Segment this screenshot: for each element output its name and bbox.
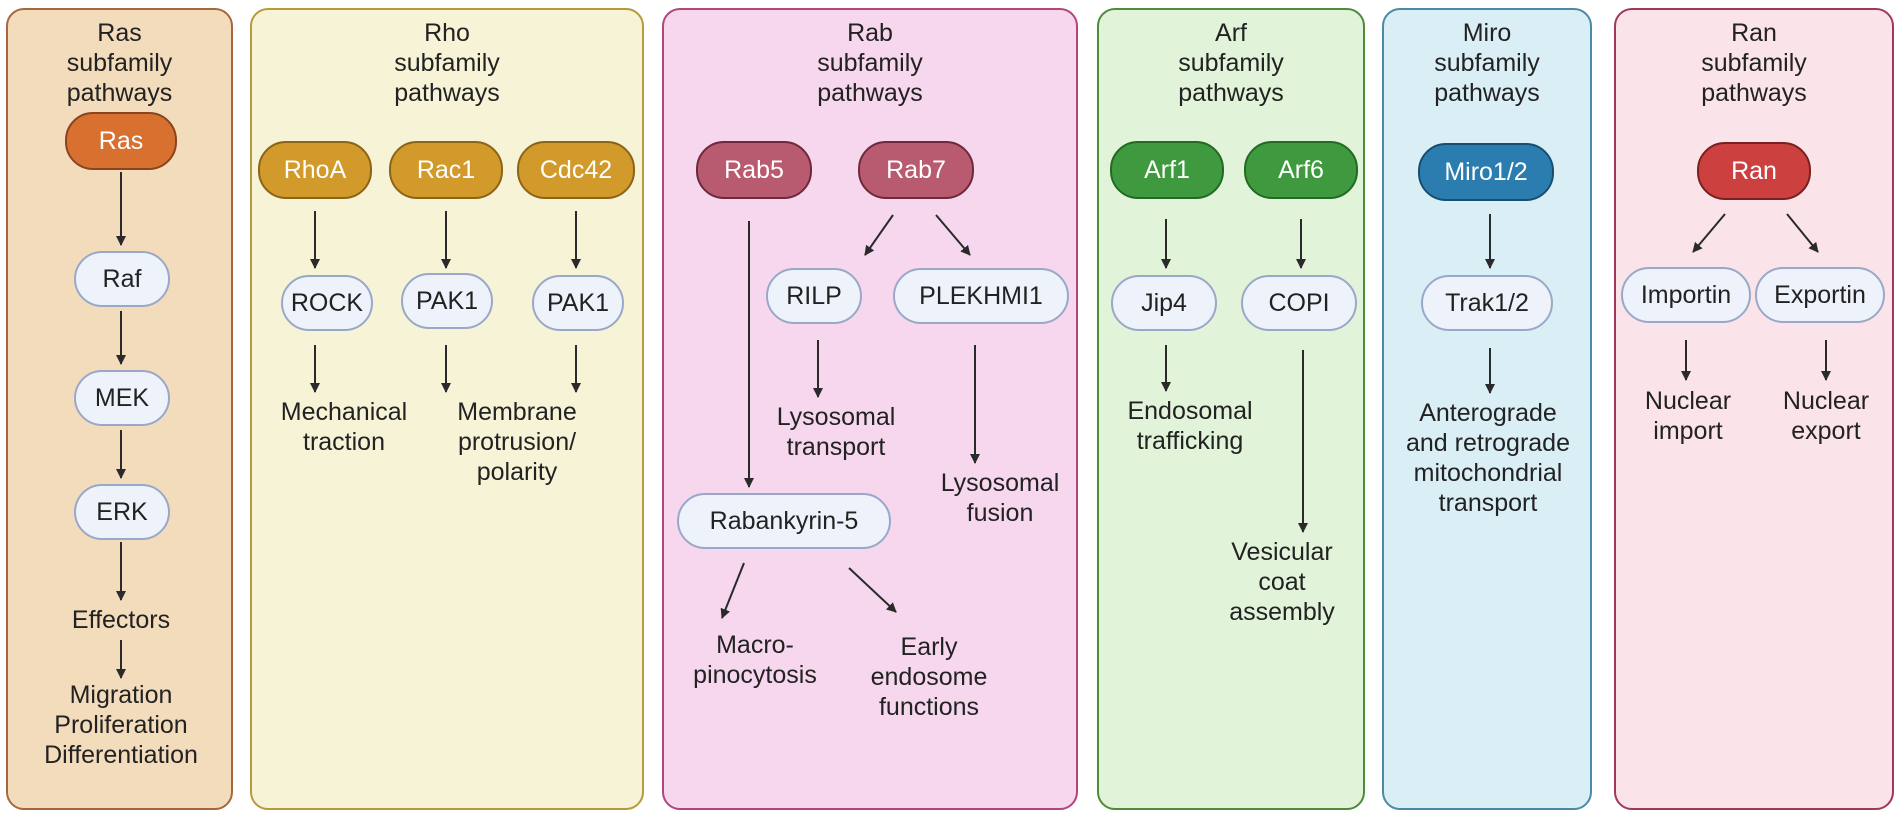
rilp-node[interactable]: RILP [766,268,862,324]
effectors-label: Effectors [71,606,171,634]
label-line: transport [1438,489,1538,517]
miro-panel: Miro subfamily pathways [1382,8,1592,810]
title-line: Ras [97,19,142,47]
mek-node[interactable]: MEK [74,370,170,426]
mechanical-traction-label: Mechanical traction [281,397,407,457]
arf6-node[interactable]: Arf6 [1244,141,1358,199]
label-line: mitochondrial [1413,459,1563,487]
pak1-node-cdc42[interactable]: PAK1 [532,275,624,331]
erk-node[interactable]: ERK [74,484,170,540]
label-line: and retrograde [1405,429,1571,457]
label-line: Vesicular [1231,538,1333,566]
title-line: pathways [1701,79,1807,107]
outcome-proliferation: Proliferation [54,711,188,739]
title-line: subfamily [1701,49,1807,77]
arf1-node[interactable]: Arf1 [1110,141,1224,199]
lysosomal-fusion-label: Lysosomal fusion [941,468,1060,528]
title-line: pathways [66,79,173,107]
copi-node[interactable]: COPI [1241,275,1357,331]
mitochondrial-transport-label: Anterograde and retrograde mitochondrial… [1406,398,1570,518]
early-endosome-label: Early endosome functions [871,632,988,722]
label-line: Endosomal [1127,397,1253,425]
nuclear-import-label: Nuclear import [1645,386,1731,446]
membrane-protrusion-label: Membrane protrusion/ polarity [457,397,577,487]
label-line: Macro- [716,631,794,659]
exportin-node[interactable]: Exportin [1755,267,1885,323]
outcome-migration: Migration [69,681,173,709]
miro-panel-title: Miro subfamily pathways [1384,18,1590,108]
title-line: pathways [1178,79,1284,107]
vesicular-coat-label: Vesicular coat assembly [1229,537,1335,627]
label-line: endosome [870,663,988,691]
macropinocytosis-label: Macro- pinocytosis [693,630,817,690]
outcome-differentiation: Differentiation [44,741,198,769]
rab7-node[interactable]: Rab7 [858,141,974,199]
label-line: assembly [1229,598,1335,626]
label-line: Anterograde [1419,399,1557,427]
ran-node[interactable]: Ran [1697,142,1811,200]
title-line: Arf [1215,19,1247,47]
title-line: subfamily [66,49,173,77]
label-line: Nuclear [1644,387,1732,415]
ras-panel-title: Ras subfamily pathways [8,18,231,108]
label-line: import [1653,417,1723,445]
label-line: export [1791,417,1861,445]
label-line: traction [303,428,385,456]
endosomal-trafficking-label: Endosomal trafficking [1127,396,1252,456]
rab5-node[interactable]: Rab5 [696,141,812,199]
label-line: coat [1258,568,1306,596]
ras-outcomes-label: Migration Proliferation Differentiation [44,680,198,770]
label-line: trafficking [1136,427,1244,455]
title-line: pathways [1434,79,1540,107]
rhoa-node[interactable]: RhoA [258,141,372,199]
ran-panel: Ran subfamily pathways [1614,8,1894,810]
ras-node[interactable]: Ras [65,112,177,170]
label-line: Mechanical [280,398,408,426]
lysosomal-transport-label: Lysosomal transport [777,402,896,462]
title-line: subfamily [394,49,500,77]
rho-panel-title: Rho subfamily pathways [252,18,642,108]
title-line: Miro [1462,19,1512,47]
label-line: fusion [966,499,1034,527]
label-line: protrusion/ [457,428,577,456]
plekhmi1-node[interactable]: PLEKHMI1 [893,268,1069,324]
title-line: subfamily [1434,49,1540,77]
arf-panel-title: Arf subfamily pathways [1099,18,1363,108]
label-line: Membrane [457,398,577,426]
label-line: polarity [476,458,558,486]
rab-panel-title: Rab subfamily pathways [664,18,1076,108]
label-line: Early [900,633,958,661]
label-line: Nuclear [1782,387,1870,415]
title-line: Rho [424,19,470,47]
jip4-node[interactable]: Jip4 [1111,275,1217,331]
label-line: functions [878,693,980,721]
pak1-node-rac1[interactable]: PAK1 [401,273,493,329]
importin-node[interactable]: Importin [1621,267,1751,323]
title-line: subfamily [817,49,923,77]
nuclear-export-label: Nuclear export [1783,386,1869,446]
raf-node[interactable]: Raf [74,251,170,307]
title-line: subfamily [1178,49,1284,77]
trak12-node[interactable]: Trak1/2 [1421,275,1553,331]
label-line: transport [786,433,886,461]
title-line: Ran [1731,19,1777,47]
cdc42-node[interactable]: Cdc42 [517,141,635,199]
rac1-node[interactable]: Rac1 [389,141,503,199]
title-line: Rab [847,19,893,47]
ran-panel-title: Ran subfamily pathways [1616,18,1892,108]
rabankyrin5-node[interactable]: Rabankyrin-5 [677,493,891,549]
title-line: pathways [394,79,500,107]
title-line: pathways [817,79,923,107]
miro12-node[interactable]: Miro1/2 [1418,143,1554,201]
label-line: Lysosomal [776,403,896,431]
label-line: pinocytosis [693,661,817,689]
rock-node[interactable]: ROCK [281,275,373,331]
label-line: Lysosomal [940,469,1060,497]
